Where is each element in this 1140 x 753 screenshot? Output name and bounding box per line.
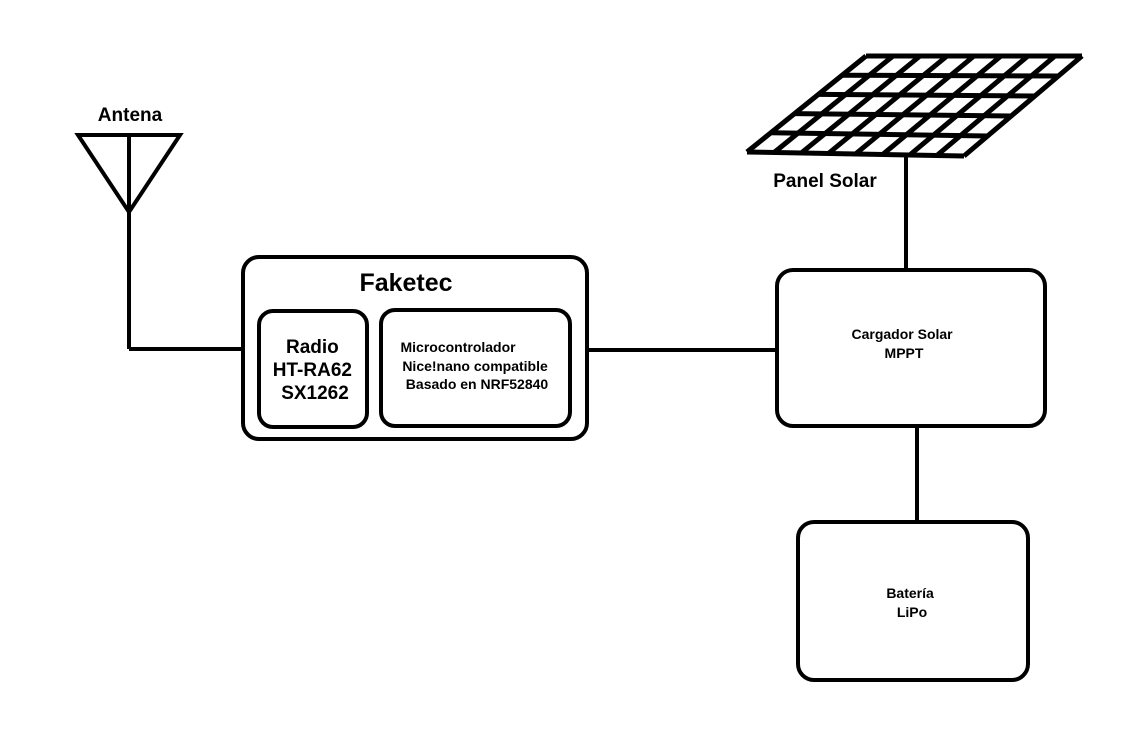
radio-box xyxy=(257,309,369,429)
solar-panel-grid-line xyxy=(962,54,1084,158)
battery-label-line: LiPo xyxy=(897,604,927,620)
microcontroller-label-line: Basado en NRF52840 xyxy=(406,376,549,392)
battery-label: Batería LiPo xyxy=(886,585,937,620)
faketec-title: Faketec xyxy=(359,269,452,297)
microcontroller-box xyxy=(379,308,572,428)
solar-panel-label: Panel Solar xyxy=(773,171,877,192)
solar-panel-grid-line xyxy=(745,54,868,154)
microcontroller-label: Microcontrolador Nice!nano compatible Ba… xyxy=(400,339,551,392)
solar-panel-grid-line xyxy=(908,54,1030,157)
radio-label-line: HT-RA62 xyxy=(273,360,352,381)
charger-label: Cargador Solar MPPT xyxy=(851,326,956,361)
microcontroller-label-line: Microcontrolador xyxy=(400,339,516,355)
radio-label-line: Radio xyxy=(286,337,339,358)
antenna-label: Antena xyxy=(98,105,163,126)
solar-panel-grid-line xyxy=(826,54,949,156)
solar-panel-grid-line xyxy=(799,54,922,155)
radio-label-line: SX1262 xyxy=(281,383,349,404)
solar-panel-grid-line xyxy=(772,54,895,155)
solar-panel-grid-line xyxy=(935,54,1057,158)
radio-label: Radio HT-RA62 SX1262 xyxy=(273,337,357,404)
battery-label-line: Batería xyxy=(886,585,934,601)
faketec-box xyxy=(241,255,589,441)
antenna xyxy=(74,133,184,349)
charger-box xyxy=(775,268,1047,428)
solar-panel-grid-line xyxy=(881,54,1003,157)
connectors xyxy=(129,156,919,522)
microcontroller-label-line: Nice!nano compatible xyxy=(402,358,548,374)
charger-label-line: MPPT xyxy=(885,345,924,361)
charger-label-line: Cargador Solar xyxy=(851,326,953,342)
solar-panel-icon xyxy=(745,53,1084,159)
battery-box xyxy=(796,520,1030,682)
solar-panel-grid-line xyxy=(853,54,976,156)
